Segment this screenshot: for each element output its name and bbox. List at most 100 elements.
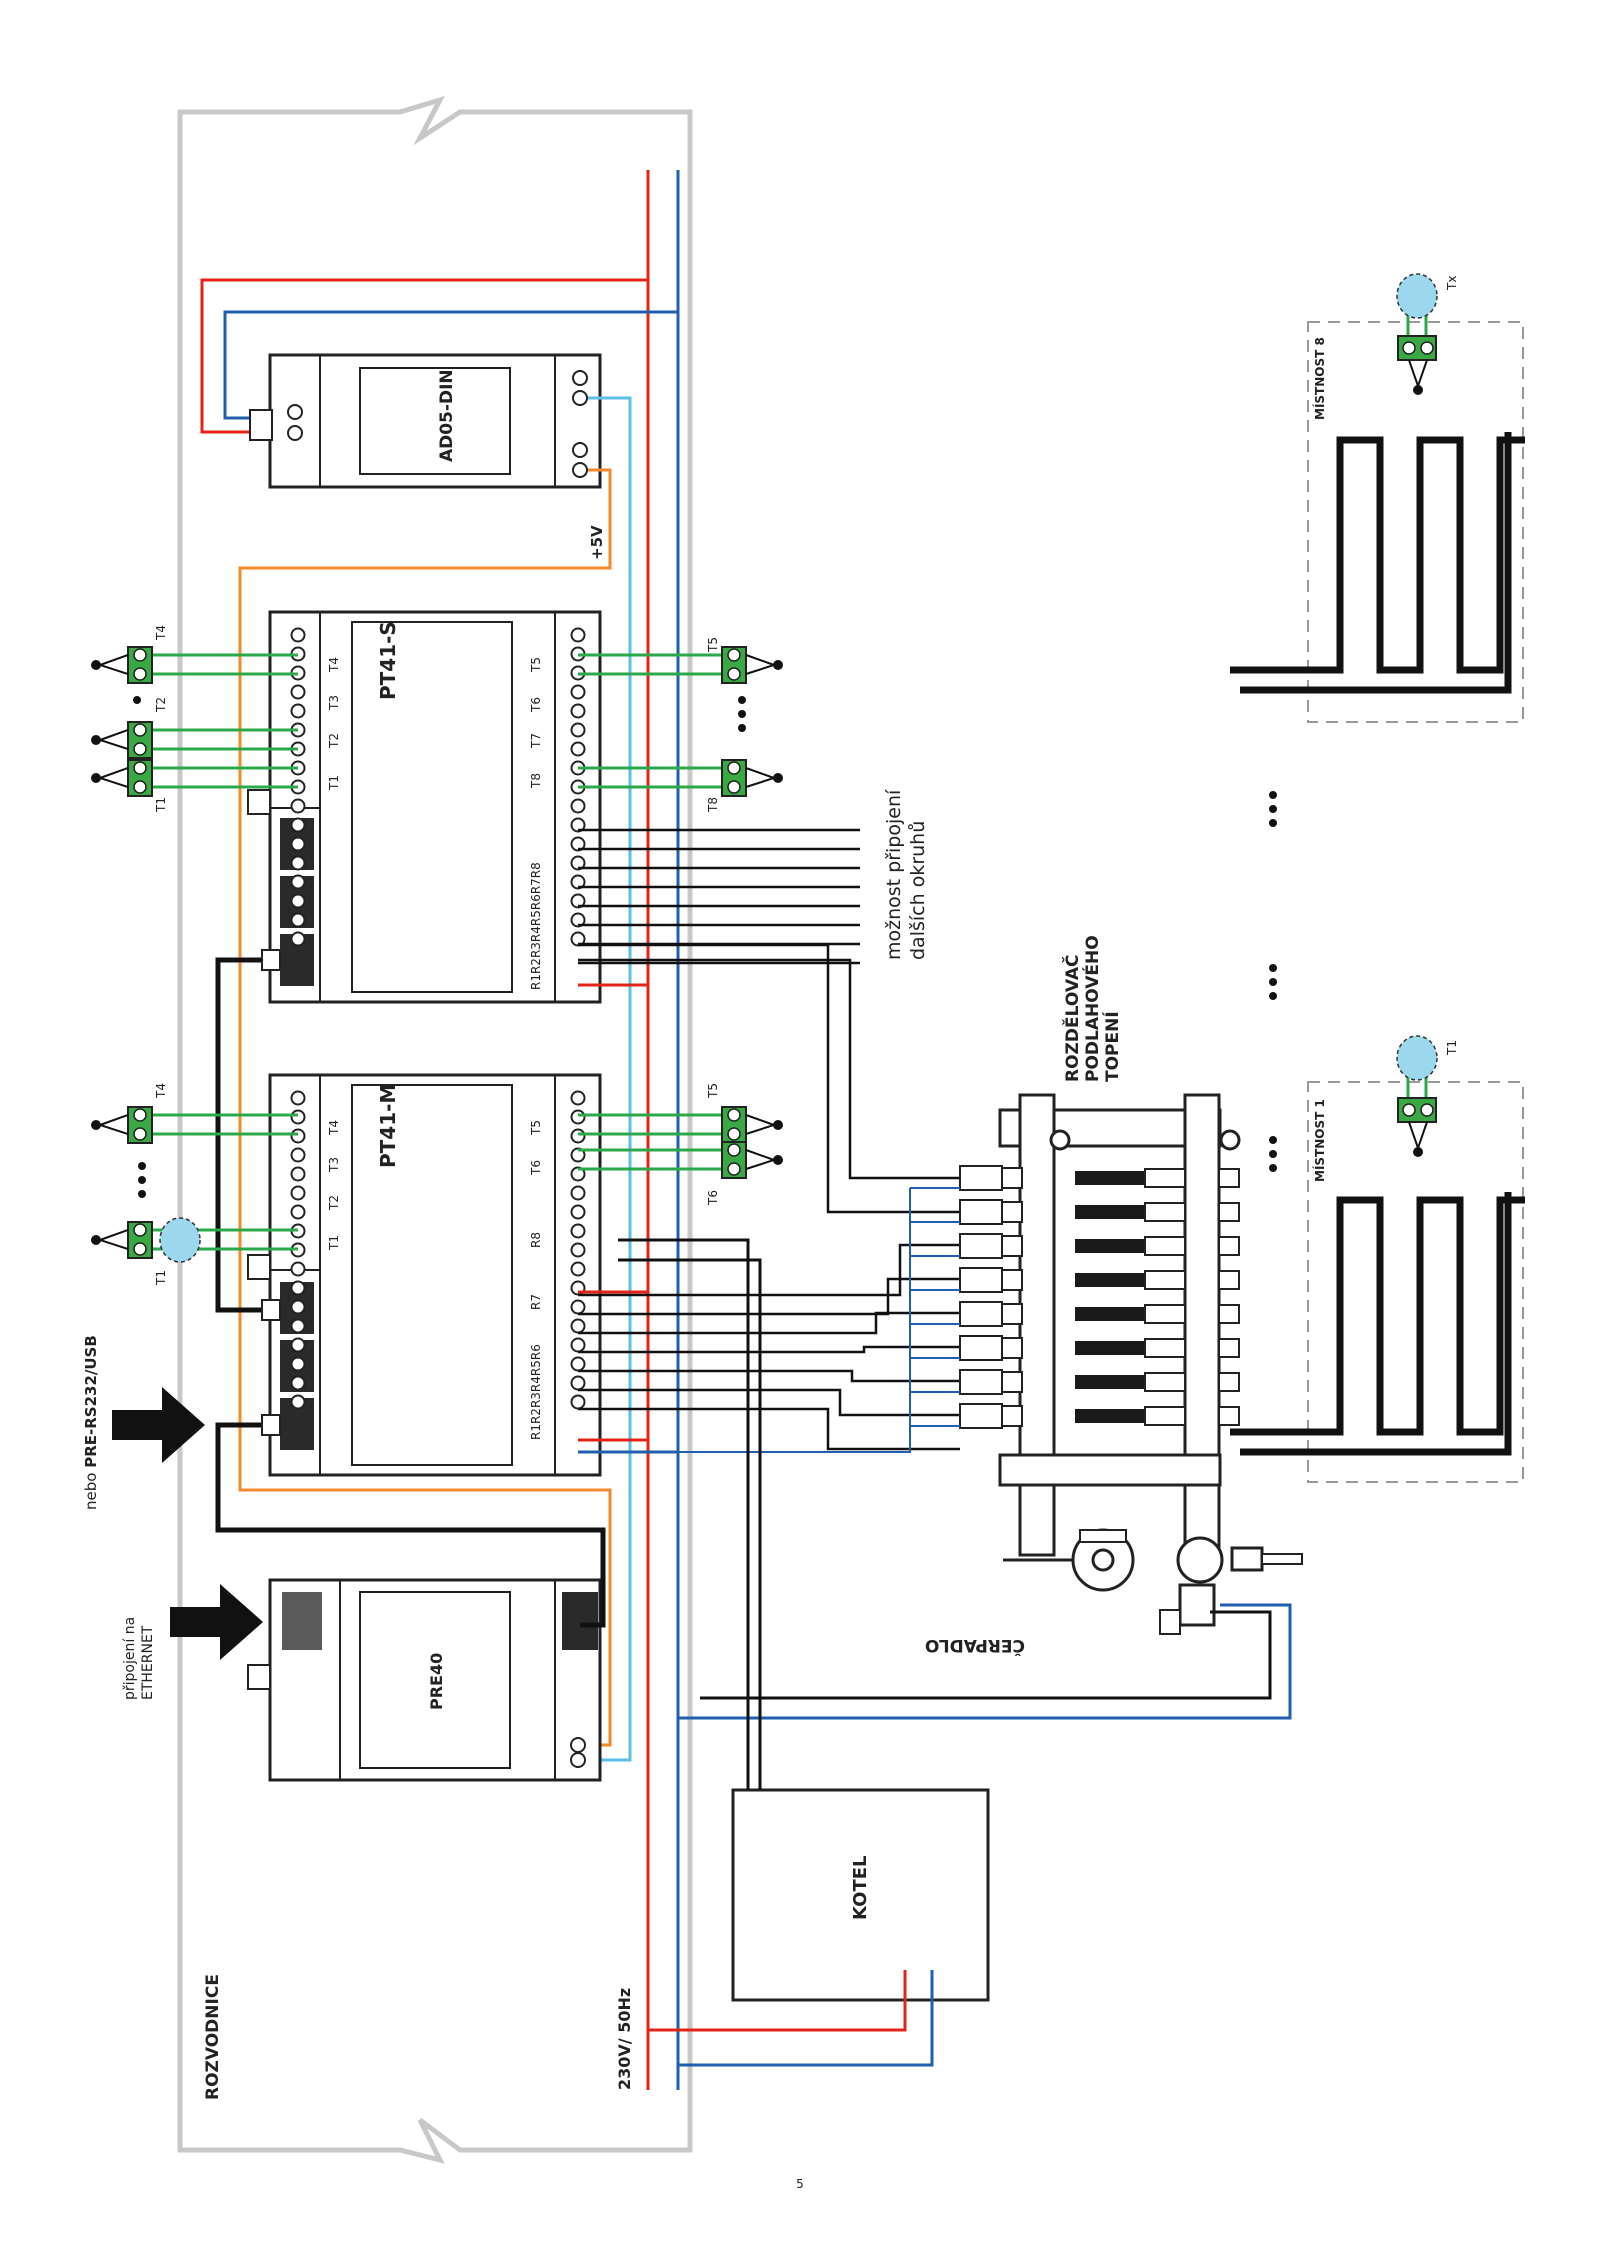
return-fitting bbox=[1218, 1270, 1240, 1290]
actuator bbox=[959, 1233, 1003, 1259]
pump bbox=[1003, 1483, 1303, 1635]
sensor-tip bbox=[91, 735, 101, 745]
pt41m-label-t2: T2 bbox=[327, 1195, 341, 1211]
sensor-tip bbox=[773, 773, 783, 783]
room1-sensor-label: T1 bbox=[1445, 1040, 1459, 1056]
return-fitting bbox=[1218, 1304, 1240, 1324]
loop-pipe bbox=[1075, 1341, 1145, 1355]
loop-fitting bbox=[1144, 1304, 1186, 1324]
neutral-wire bbox=[678, 1188, 911, 1453]
sensor-lead bbox=[96, 1114, 129, 1135]
loop-pipe bbox=[1075, 1239, 1145, 1253]
valve bbox=[1001, 1167, 1023, 1189]
pre40-title: PRE40 bbox=[427, 1653, 446, 1710]
relay-wire bbox=[578, 958, 960, 1180]
loop-fitting bbox=[1144, 1406, 1186, 1426]
terminal-screw bbox=[133, 1223, 147, 1237]
terminal-screw bbox=[570, 874, 586, 890]
terminal-screw bbox=[570, 1242, 586, 1258]
terminal-screw bbox=[727, 1162, 741, 1176]
actuator bbox=[959, 1199, 1003, 1225]
manifold-label-3: TOPENÍ bbox=[1101, 1011, 1123, 1082]
ethernet-arrow-icon bbox=[170, 1584, 263, 1660]
sensor-bulb bbox=[1396, 1035, 1438, 1081]
valve bbox=[1001, 1235, 1023, 1257]
terminal-screw bbox=[1420, 341, 1434, 355]
sensor-bulb bbox=[159, 1217, 201, 1263]
valve bbox=[1001, 1337, 1023, 1359]
return-fitting bbox=[1218, 1168, 1240, 1188]
loop-pipe bbox=[1075, 1409, 1145, 1423]
sensor-lead bbox=[745, 767, 778, 788]
manifold-label-1: ROZDĚLOVAČ bbox=[1061, 955, 1083, 1082]
terminal-screw bbox=[290, 627, 306, 643]
terminal-screw bbox=[290, 1147, 306, 1163]
ethernet-note-line2: ETHERNET bbox=[140, 1625, 156, 1700]
pt41s-title: PT41-S bbox=[376, 621, 400, 700]
room-sensors bbox=[1396, 273, 1438, 1157]
pt41s-label-t3: T3 bbox=[327, 695, 341, 711]
sensor-m-t4: T4 bbox=[154, 1083, 168, 1099]
valve bbox=[1001, 1303, 1023, 1325]
boiler-label: KOTEL bbox=[850, 1856, 871, 1921]
pt41m-label-t6: T6 bbox=[529, 1160, 543, 1176]
usb-arrow-icon bbox=[112, 1387, 205, 1463]
sensor-lead bbox=[1408, 359, 1428, 390]
return-fitting bbox=[1218, 1236, 1240, 1256]
room1 bbox=[1230, 1081, 1525, 1483]
terminal-screw bbox=[570, 1109, 586, 1125]
power-label: 230V/ 50Hz bbox=[615, 1988, 634, 2090]
terminal-screw bbox=[290, 1261, 306, 1277]
terminal-screw bbox=[290, 1299, 306, 1315]
terminal-screw bbox=[570, 1356, 586, 1372]
relay-wire bbox=[578, 1407, 960, 1451]
sensor-m-t1: T1 bbox=[154, 1270, 168, 1286]
pt41m-label-t5: T5 bbox=[529, 1120, 543, 1136]
room8-sensor-label: Tx bbox=[1445, 276, 1459, 291]
terminal-screw bbox=[727, 667, 741, 681]
terminal-screw bbox=[290, 1204, 306, 1220]
loop-pipe bbox=[1075, 1375, 1145, 1389]
terminal-screw bbox=[133, 761, 147, 775]
sensor-tip bbox=[91, 773, 101, 783]
enclosure-outline bbox=[177, 95, 693, 2164]
pt41s-label-t1: T1 bbox=[327, 775, 341, 791]
terminal-screw bbox=[570, 1090, 586, 1106]
terminal-screw bbox=[570, 893, 586, 909]
terminal-screw bbox=[1402, 341, 1416, 355]
sensor-lead bbox=[96, 654, 129, 675]
terminal-screw bbox=[727, 1127, 741, 1141]
more-circuits-line1: možnost připojení bbox=[883, 789, 905, 960]
sensor-lead bbox=[745, 1114, 778, 1135]
sensor-lead bbox=[745, 654, 778, 675]
power-bus bbox=[646, 170, 680, 2090]
terminal-screw bbox=[570, 684, 586, 700]
terminal-screw bbox=[727, 648, 741, 662]
plus5v-label: +5V bbox=[588, 525, 606, 560]
loop-fitting bbox=[1144, 1372, 1186, 1392]
terminal-screw bbox=[570, 741, 586, 757]
valve bbox=[1001, 1371, 1023, 1393]
sensor-tip bbox=[773, 1155, 783, 1165]
valve bbox=[1001, 1201, 1023, 1223]
loop-pipe bbox=[1075, 1307, 1145, 1321]
sensor-wiring bbox=[91, 646, 783, 1263]
pt41m-label-r7: R7 bbox=[529, 1294, 543, 1310]
terminal-screw bbox=[570, 1394, 586, 1410]
pt41s-label-t6: T6 bbox=[529, 697, 543, 713]
ellipsis-dots bbox=[133, 696, 1277, 1198]
terminal-screw bbox=[290, 1337, 306, 1353]
terminal-screw bbox=[133, 1108, 147, 1122]
relay-wire bbox=[578, 1277, 960, 1316]
terminal-screw bbox=[290, 703, 306, 719]
terminal-screw bbox=[570, 855, 586, 871]
pt41m-label-t4: T4 bbox=[327, 1120, 341, 1136]
ethernet-note-line1: připojení na bbox=[122, 1617, 138, 1700]
terminal-screw bbox=[570, 817, 586, 833]
terminal-screw bbox=[727, 1108, 741, 1122]
loop-pipe bbox=[1075, 1273, 1145, 1287]
sensor-tip bbox=[1413, 1147, 1423, 1157]
sensor-m-t6: T6 bbox=[706, 1190, 720, 1206]
relay-wire bbox=[578, 1345, 960, 1354]
